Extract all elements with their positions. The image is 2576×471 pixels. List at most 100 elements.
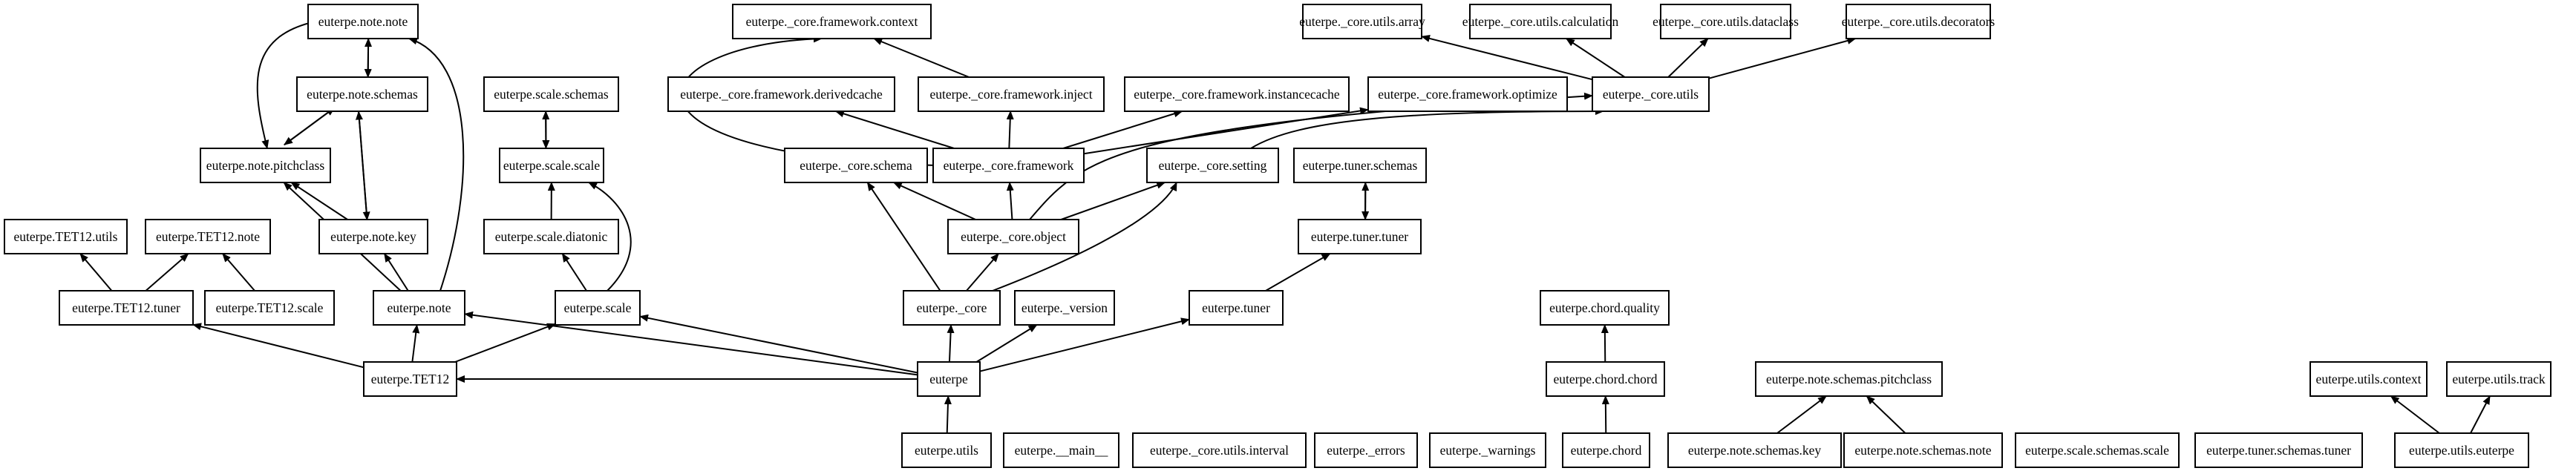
edge-arrow [1083, 107, 1369, 155]
module-node: euterpe.note.schemas.key [1667, 432, 1842, 468]
node-box [555, 290, 641, 326]
edge-arrow [464, 311, 918, 376]
node-box [2015, 432, 2180, 468]
node-box [483, 76, 619, 112]
node-box [499, 148, 604, 183]
node-box [296, 76, 428, 112]
node-label: euterpe._core.framework.derivedcache [680, 87, 883, 102]
node-box [1469, 4, 1612, 39]
edge-arrow [639, 314, 918, 374]
node-label: euterpe._core.framework.inject [929, 87, 1092, 102]
node-label: euterpe.utils [915, 443, 978, 458]
module-node: euterpe.note.pitchclass [200, 148, 331, 183]
node-box [1314, 432, 1418, 468]
node-label: euterpe.chord [1571, 443, 1642, 458]
module-node: euterpe._core.setting [1146, 148, 1279, 183]
module-node: euterpe._core.framework.instancecache [1124, 76, 1350, 112]
node-label: euterpe.note.note [318, 14, 408, 29]
edge-arrow [1006, 111, 1014, 149]
module-node: euterpe.note.key [318, 219, 428, 254]
edge-arrow [966, 253, 999, 292]
node-box [1367, 76, 1568, 112]
node-box [204, 290, 335, 326]
node-box [903, 290, 1001, 326]
node-box [1540, 290, 1670, 326]
node-label: euterpe.TET12.note [156, 229, 260, 244]
module-node: euterpe.utils.euterpe [2394, 432, 2529, 468]
edge-arrow [1708, 37, 1857, 79]
node-label: euterpe.TET12.tuner [72, 300, 180, 315]
edge-arrow [383, 253, 409, 292]
edge-arrow [873, 38, 970, 78]
node-label: euterpe._core.setting [1159, 158, 1267, 173]
node-box [901, 432, 992, 468]
node-box [483, 219, 619, 254]
node-label: euterpe.TET12.scale [216, 300, 324, 315]
edge-arrow [290, 182, 348, 220]
node-label: euterpe.scale.scale [503, 158, 600, 173]
module-node: euterpe.note.schemas.pitchclass [1755, 361, 1943, 397]
module-node: euterpe._core.framework.context [732, 4, 932, 39]
node-label: euterpe._core.object [961, 229, 1066, 244]
node-label: euterpe.note.schemas [307, 87, 418, 102]
module-node: euterpe.scale.schemas.scale [2015, 432, 2180, 468]
node-box [1592, 76, 1710, 112]
node-label: euterpe.TET12.utils [14, 229, 118, 244]
module-node: euterpe.utils [901, 432, 992, 468]
node-box [1293, 148, 1427, 183]
node-box [1546, 361, 1665, 397]
module-node: euterpe.utils.context [2309, 361, 2428, 397]
edge-arrow [1776, 395, 1827, 434]
module-node: euterpe._core.utils [1592, 76, 1710, 112]
module-node: euterpe.scale.scale [499, 148, 604, 183]
node-label: euterpe._core.framework.instancecache [1134, 87, 1340, 102]
module-node: euterpe.TET12.utils [4, 219, 128, 254]
node-box [200, 148, 331, 183]
edge-arrow [222, 253, 255, 292]
node-box [1429, 432, 1546, 468]
node-label: euterpe.utils.track [2452, 372, 2546, 386]
module-node: euterpe.chord [1562, 432, 1650, 468]
node-label: euterpe.scale [564, 300, 632, 315]
node-box [932, 148, 1085, 183]
node-box [318, 219, 428, 254]
node-box [1003, 432, 1119, 468]
node-box [1846, 4, 1991, 39]
module-node: euterpe [917, 361, 981, 397]
module-node: euterpe._core.object [947, 219, 1079, 254]
node-box [784, 148, 928, 183]
node-box [917, 361, 981, 397]
module-node: euterpe._core.framework [932, 148, 1085, 183]
node-box [947, 219, 1079, 254]
node-box [1562, 432, 1650, 468]
edge-arrow [1421, 35, 1593, 81]
node-box [59, 290, 194, 326]
node-box [2446, 361, 2552, 397]
module-node: euterpe._core.utils.array [1299, 4, 1425, 39]
edge-arrow [1601, 324, 1609, 363]
node-label: euterpe.scale.schemas.scale [2025, 443, 2169, 458]
node-label: euterpe.tuner.tuner [1311, 229, 1408, 244]
node-box [1132, 432, 1307, 468]
edge-arrow [834, 110, 955, 149]
nodes: euterpe.note.note euterpe._core.framework… [4, 4, 2552, 468]
module-node: euterpe.TET12.tuner [59, 290, 194, 326]
node-label: euterpe.note.pitchclass [206, 158, 325, 173]
node-label: euterpe._core.utils.decorators [1842, 14, 1995, 29]
module-node: euterpe._core.utils.decorators [1842, 4, 1995, 39]
node-label: euterpe._core.schema [800, 158, 912, 173]
module-node: euterpe.note [373, 290, 465, 326]
node-label: euterpe._warnings [1440, 443, 1536, 458]
edge-arrow [947, 324, 955, 363]
module-node: euterpe.utils.track [2446, 361, 2552, 397]
node-label: euterpe.__main__ [1015, 443, 1108, 458]
module-node: euterpe.chord.quality [1540, 290, 1670, 326]
node-label: euterpe._core.utils.dataclass [1653, 14, 1799, 29]
edge-arrow [454, 323, 556, 363]
edge-arrow [358, 111, 370, 221]
module-node: euterpe.note.note [307, 4, 419, 39]
node-label: euterpe.note [388, 300, 451, 315]
node-label: euterpe._core.framework [944, 158, 1074, 173]
node-box [732, 4, 932, 39]
edge-arrow [1062, 110, 1183, 149]
